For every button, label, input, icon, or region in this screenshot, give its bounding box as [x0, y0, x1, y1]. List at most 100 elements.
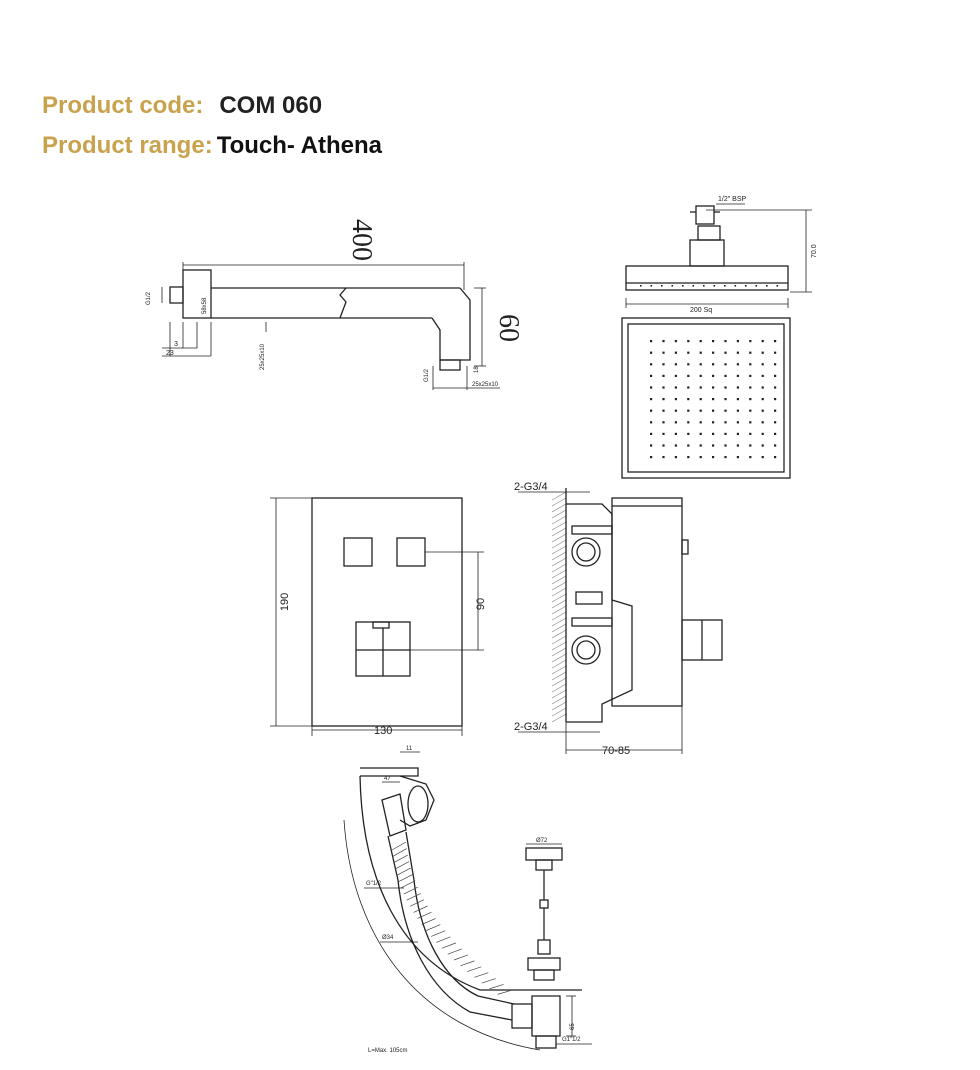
nozzle [736, 456, 739, 459]
nozzle [699, 421, 702, 424]
valve-front-drawing: 190 130 90 [270, 497, 487, 737]
valve-button-1 [343, 537, 373, 567]
nozzle [712, 456, 715, 459]
waste-tube-diameter-label: Ø34 [382, 935, 394, 941]
head-height-label: 70.0 [811, 244, 818, 258]
nozzle [687, 398, 690, 401]
nozzle [712, 432, 715, 435]
nozzle [699, 386, 702, 389]
nozzle [712, 398, 715, 401]
plug-cap [525, 847, 563, 861]
nozzle [674, 421, 677, 424]
overflow-tube-corrugation [391, 841, 512, 995]
arm-flange-label: 58x58 [202, 297, 208, 314]
nozzle [699, 351, 702, 354]
valve-plate [311, 497, 463, 727]
product-range-value: Touch- Athena [216, 132, 383, 159]
nozzle [774, 456, 777, 459]
nozzle [712, 421, 715, 424]
nozzle [761, 444, 764, 447]
nozzle [687, 351, 690, 354]
shower-head-drawing: 70.0 1/2" BSP 200 Sq [621, 196, 818, 479]
nozzle [712, 409, 715, 412]
valve-cover [611, 497, 683, 707]
waste-outlet-thread-label: G1"1/2 [562, 1037, 581, 1043]
nozzle [674, 432, 677, 435]
nozzle [674, 386, 677, 389]
overflow-tube-outer [387, 835, 513, 1021]
nozzle [749, 409, 752, 412]
nozzle [687, 340, 690, 343]
nozzle [687, 374, 690, 377]
nozzle [687, 363, 690, 366]
product-code-label: Product code: [42, 92, 204, 119]
nozzle [736, 421, 739, 424]
product-code-value: COM 060 [219, 92, 323, 119]
valve-width-label: 130 [374, 725, 392, 737]
bottom-inlet-label: 2-G3/4 [514, 721, 548, 733]
nozzle [774, 444, 777, 447]
nozzle [687, 456, 690, 459]
nozzle [674, 456, 677, 459]
bath-waste-drawing: Ø72 11 47 G"1/2 Ø34 65 G1"1/2 L=Max. 105… [343, 746, 592, 1054]
arm-thread-stub [169, 286, 184, 304]
nozzle [736, 363, 739, 366]
product-code-row: Product code: COM 060 [42, 92, 322, 120]
nozzle [724, 398, 727, 401]
nozzle [687, 409, 690, 412]
nozzle [774, 398, 777, 401]
nozzle [650, 386, 653, 389]
nozzle [687, 421, 690, 424]
valve-body [566, 503, 633, 723]
nozzle [749, 374, 752, 377]
nozzle [724, 421, 727, 424]
nozzle [662, 432, 665, 435]
nozzle [749, 432, 752, 435]
waste-thread-label: G"1/2 [366, 881, 382, 887]
inlet-bottom [571, 635, 601, 665]
nozzle [749, 351, 752, 354]
nozzle [712, 340, 715, 343]
nozzle [774, 432, 777, 435]
nozzle [712, 386, 715, 389]
nozzle [724, 340, 727, 343]
arm-dim-18: 18 [474, 366, 480, 373]
nozzle [761, 409, 764, 412]
nozzle [774, 421, 777, 424]
nozzle [774, 363, 777, 366]
nozzle [662, 351, 665, 354]
nozzle [724, 432, 727, 435]
nozzle [761, 398, 764, 401]
plug-flange [527, 957, 561, 971]
nozzle [699, 409, 702, 412]
overflow-head [399, 775, 435, 827]
valve-side-drawing: 2-G3/4 2-G3/4 70-85 [514, 481, 723, 757]
nozzle [761, 340, 764, 343]
waste-outlet-body [531, 995, 561, 1037]
arm-section-label: 25x25x10 [260, 343, 266, 370]
nozzle [749, 444, 752, 447]
nozzle [761, 363, 764, 366]
nozzle [736, 386, 739, 389]
nozzle [662, 409, 665, 412]
nozzle [761, 351, 764, 354]
nozzle [736, 351, 739, 354]
nozzle [749, 386, 752, 389]
nozzle [687, 432, 690, 435]
nozzle [761, 456, 764, 459]
valve-depth-label: 70-85 [602, 745, 630, 757]
waste-length-label: L=Max. 105cm [368, 1048, 408, 1054]
nozzle [650, 409, 653, 412]
nozzle [662, 374, 665, 377]
nozzle [687, 386, 690, 389]
head-face [621, 317, 791, 479]
head-connector [695, 205, 715, 225]
bath-rim [360, 767, 419, 777]
nozzle [674, 363, 677, 366]
nozzle [650, 351, 653, 354]
nozzle [712, 363, 715, 366]
nozzle [650, 374, 653, 377]
nozzle [699, 398, 702, 401]
nozzle [749, 363, 752, 366]
nozzle [774, 374, 777, 377]
